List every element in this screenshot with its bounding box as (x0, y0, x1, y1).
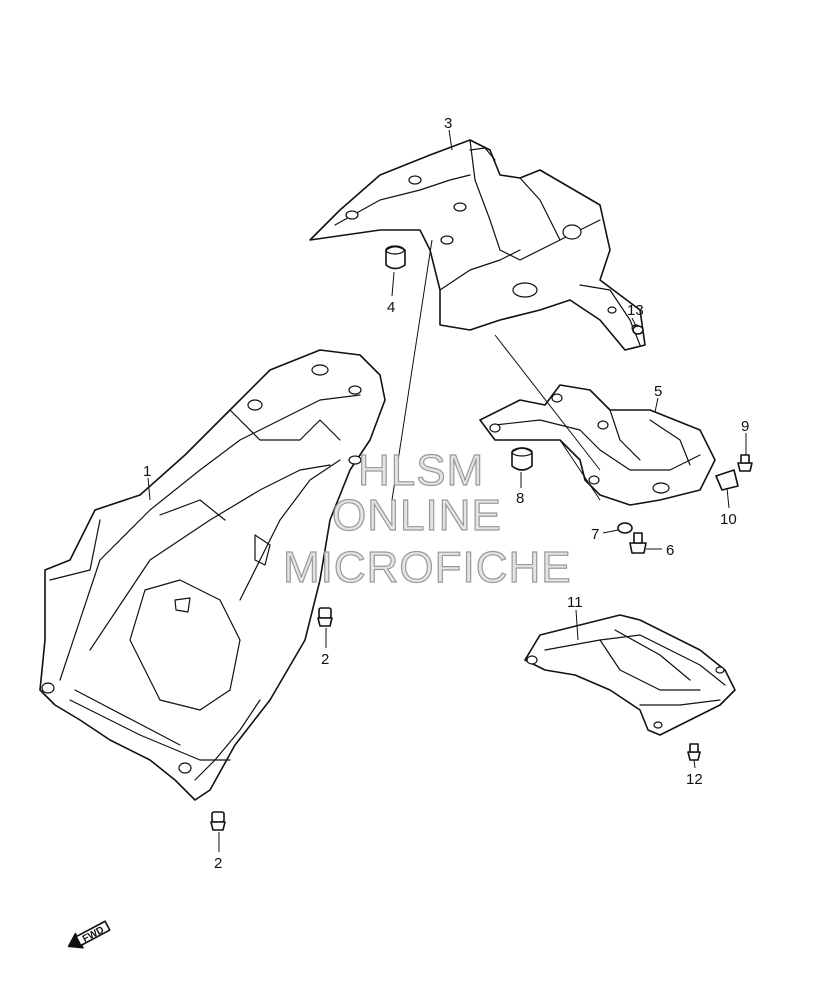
fastener-13-screw (632, 325, 644, 335)
fwd-arrow-icon: FWD (67, 920, 111, 949)
part-5-bracket (479, 384, 716, 506)
fastener-12-screw (687, 743, 701, 761)
callout-11: 11 (567, 594, 583, 611)
part-1-rear-fender (39, 349, 386, 801)
fastener-10-clip (715, 469, 739, 491)
fwd-label: FWD (81, 925, 106, 945)
callout-6: 6 (666, 542, 674, 559)
part-3-tail-bracket (309, 139, 646, 351)
watermark-line-1: HLSM (358, 446, 484, 495)
callout-13: 13 (627, 302, 644, 319)
assembly-lines (391, 239, 601, 501)
callout-3: 3 (444, 115, 452, 132)
callout-10: 10 (720, 511, 737, 528)
callout-8: 8 (516, 490, 524, 507)
callout-12: 12 (686, 771, 703, 788)
fastener-6-bolt (629, 532, 647, 554)
callout-numbers: 1 2 2 3 4 5 6 7 8 9 10 11 12 13 (143, 115, 749, 872)
fastener-2-upper (317, 607, 333, 627)
callout-1: 1 (143, 463, 151, 480)
callout-9: 9 (741, 418, 749, 435)
callout-5: 5 (654, 383, 662, 400)
fastener-2-lower (210, 811, 226, 831)
watermark-line-3: MICROFICHE (283, 543, 572, 592)
part-4-grommet (385, 245, 406, 270)
part-11-lower-bracket (524, 614, 736, 736)
callout-2-lower: 2 (214, 855, 222, 872)
callout-4: 4 (387, 299, 395, 316)
watermark: HLSM ONLINE MICROFICHE (282, 445, 572, 592)
callout-leaders (147, 129, 747, 852)
fastener-7-nut (617, 522, 633, 534)
callout-7: 7 (591, 526, 599, 543)
fastener-9-screw (737, 454, 753, 472)
watermark-line-2: ONLINE (332, 491, 502, 540)
callout-2-upper: 2 (321, 651, 329, 668)
part-8-grommet (511, 447, 533, 471)
